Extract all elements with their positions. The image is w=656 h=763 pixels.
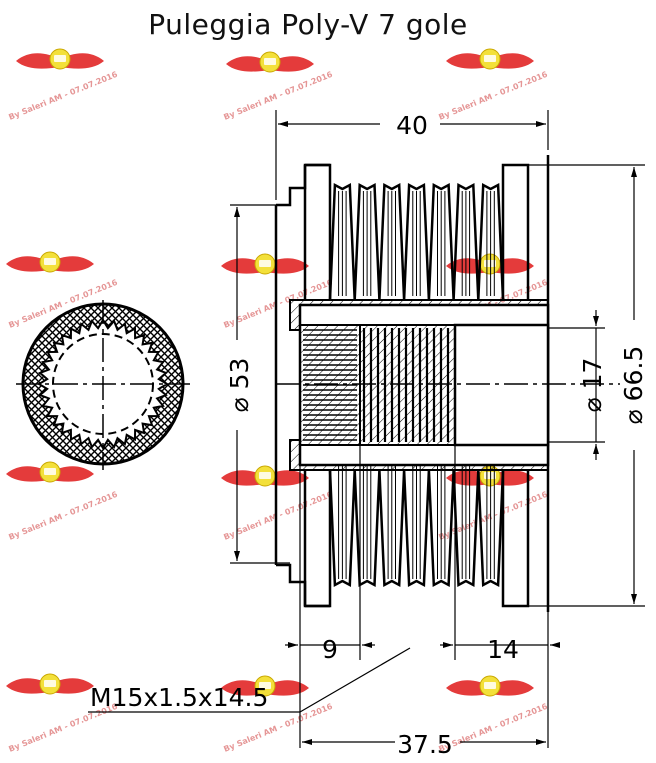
watermark-logo-icon bbox=[445, 48, 535, 70]
dimensions: 40 ⌀ 53 ⌀ 17 ⌀ 66.5 9 14 bbox=[88, 110, 648, 759]
section-view bbox=[274, 155, 620, 612]
dim-bore-diameter: ⌀ 17 bbox=[578, 358, 607, 413]
poly-v-grooves-top bbox=[328, 182, 505, 301]
watermark-text: By Saleri AM - 07.07.2016 bbox=[222, 70, 334, 122]
thread-teeth bbox=[362, 328, 450, 442]
watermark-text: By Saleri AM - 07.07.2016 bbox=[437, 70, 549, 122]
dim-hub-diameter: ⌀ 53 bbox=[225, 358, 254, 413]
dim-thread: M15x1.5x14.5 bbox=[90, 683, 268, 712]
dim-spline-length: 9 bbox=[322, 635, 338, 664]
watermark-logo-icon bbox=[5, 251, 95, 273]
dim-overall-width: 40 bbox=[396, 111, 428, 140]
dim-outer-diameter: ⌀ 66.5 bbox=[619, 346, 648, 425]
groove-profile bbox=[328, 469, 505, 588]
dim-body-length: 37.5 bbox=[397, 730, 453, 759]
watermark-text: By Saleri AM - 07.07.2016 bbox=[7, 70, 119, 122]
watermark-text: By Saleri AM - 07.07.2016 bbox=[7, 490, 119, 542]
groove-profile bbox=[328, 182, 505, 301]
drawing-title: Puleggia Poly-V 7 gole bbox=[148, 8, 468, 41]
watermark-logo-icon bbox=[15, 48, 105, 70]
end-view bbox=[16, 300, 190, 470]
dim-bore-length: 14 bbox=[487, 635, 519, 664]
watermark-text: By Saleri AM - 07.07.2016 bbox=[222, 490, 334, 542]
watermark-logo-icon bbox=[445, 253, 535, 275]
watermark-logo-icon bbox=[220, 253, 310, 275]
watermark-logo-icon bbox=[225, 51, 315, 73]
spline-teeth bbox=[303, 329, 357, 441]
watermark-text: By Saleri AM - 07.07.2016 bbox=[437, 702, 549, 754]
watermark-logo-icon bbox=[5, 673, 95, 695]
poly-v-grooves-bottom bbox=[328, 466, 505, 588]
watermark-logo-icon bbox=[445, 675, 535, 697]
watermark-logo-icon bbox=[5, 461, 95, 483]
